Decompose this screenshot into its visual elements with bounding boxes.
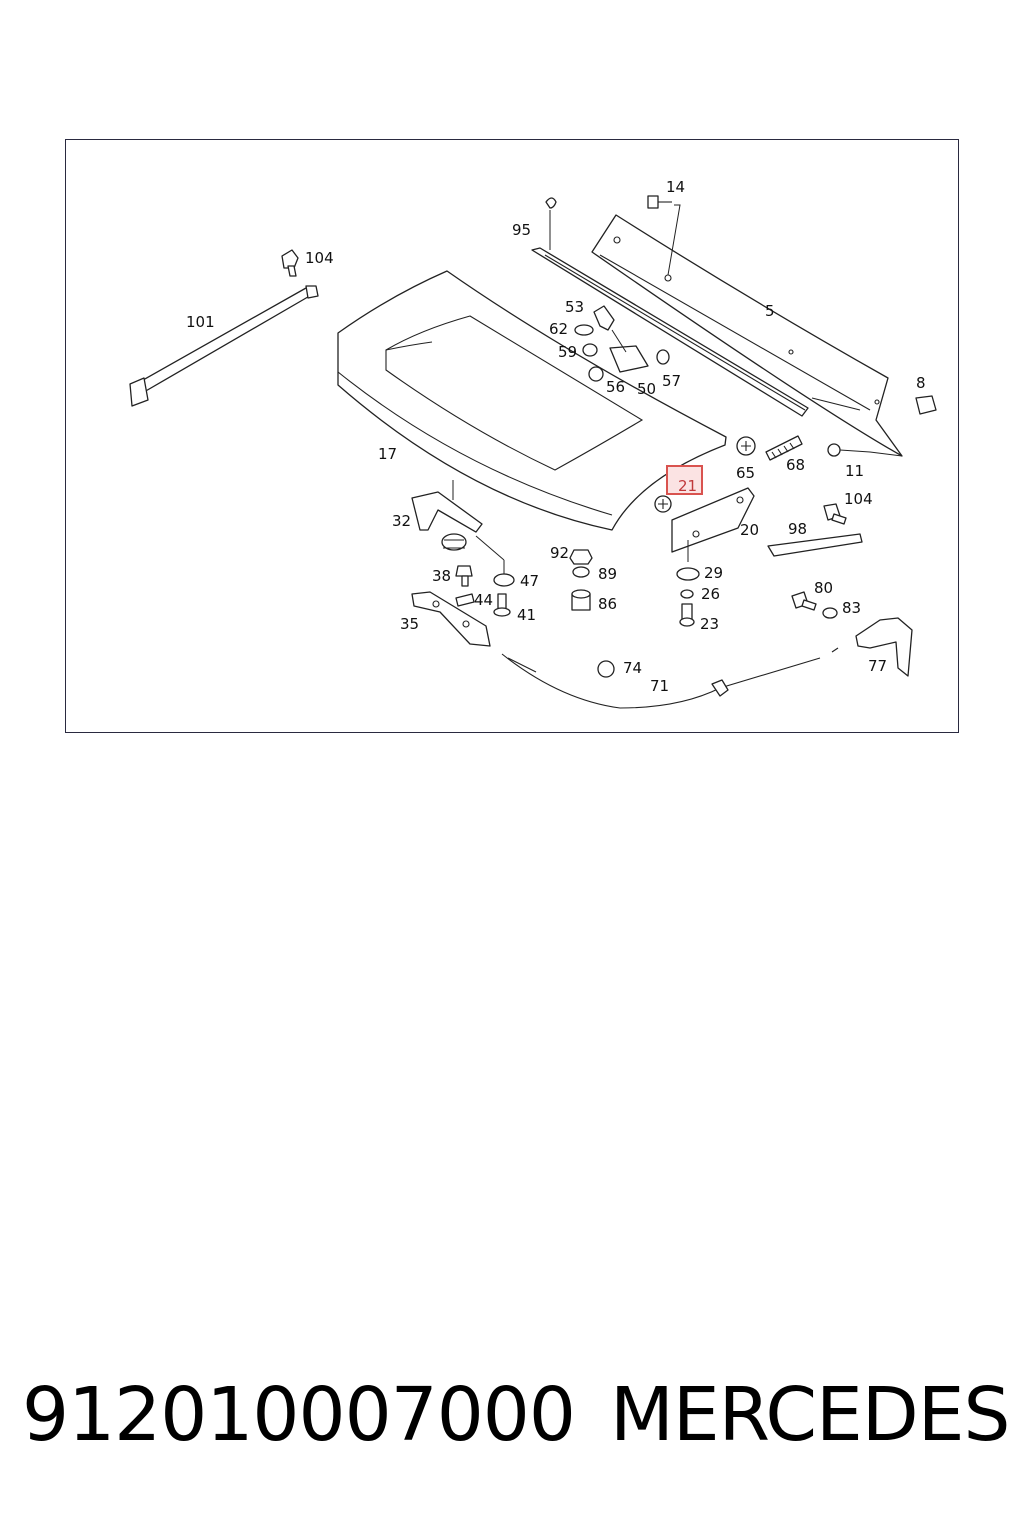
callout-38: 38 [432,567,451,585]
callouts: 14 95 104 101 5 53 62 59 56 50 57 8 17 6… [186,178,926,695]
callout-104-right: 104 [844,490,873,508]
release-handle-77 [791,591,913,677]
callout-32: 32 [392,512,411,530]
buffer-stack [569,549,593,611]
trim-strip [531,197,809,417]
callout-86: 86 [598,595,617,613]
callout-56: 56 [606,378,625,396]
hardware-65-68-11 [736,435,903,461]
callout-47: 47 [520,572,539,590]
callout-89: 89 [598,565,617,583]
highlight-box-21 [666,465,703,495]
hood-panel [337,270,727,531]
callout-5: 5 [765,302,775,320]
callout-98: 98 [788,520,807,538]
release-cable-71 [501,647,839,709]
lower-bracket-35 [411,591,491,647]
hinge-plate-20 [654,487,755,562]
left-hinge-32 [411,491,505,575]
callout-104-top: 104 [305,249,334,267]
callout-50: 50 [637,380,656,398]
callout-23: 23 [700,615,719,633]
callout-77: 77 [868,657,887,675]
brand-name: MERCEDES [610,1372,1010,1458]
callout-14: 14 [666,178,685,196]
callout-53: 53 [565,298,584,316]
bracket-8 [915,395,937,415]
callout-29: 29 [704,564,723,582]
callout-57: 57 [662,372,681,390]
callout-68: 68 [786,456,805,474]
callout-20: 20 [740,521,759,539]
callout-21: 21 [678,477,697,495]
callout-101: 101 [186,313,215,331]
hardware-29-26-23 [676,567,700,627]
hinge-bracket-upper [574,305,670,382]
callout-83: 83 [842,599,861,617]
callout-65: 65 [736,464,755,482]
callout-11: 11 [845,462,864,480]
callout-74: 74 [623,659,642,677]
callout-95: 95 [512,221,531,239]
callout-8: 8 [916,374,926,392]
callout-26: 26 [701,585,720,603]
callout-59: 59 [558,343,577,361]
callout-41: 41 [517,606,536,624]
callout-80: 80 [814,579,833,597]
callout-44: 44 [474,591,493,609]
part-number: 912010007000 [22,1372,576,1458]
callout-92: 92 [550,544,569,562]
callout-17: 17 [378,445,397,463]
bolt-14 [647,195,681,282]
hood-strap [129,249,319,407]
callout-35: 35 [400,615,419,633]
footer-caption: 912010007000 MERCEDES [22,1372,1012,1472]
support-rod-98 [767,503,863,557]
hardware-38-47-44-41 [455,565,515,617]
callout-71: 71 [650,677,669,695]
callout-62: 62 [549,320,568,338]
